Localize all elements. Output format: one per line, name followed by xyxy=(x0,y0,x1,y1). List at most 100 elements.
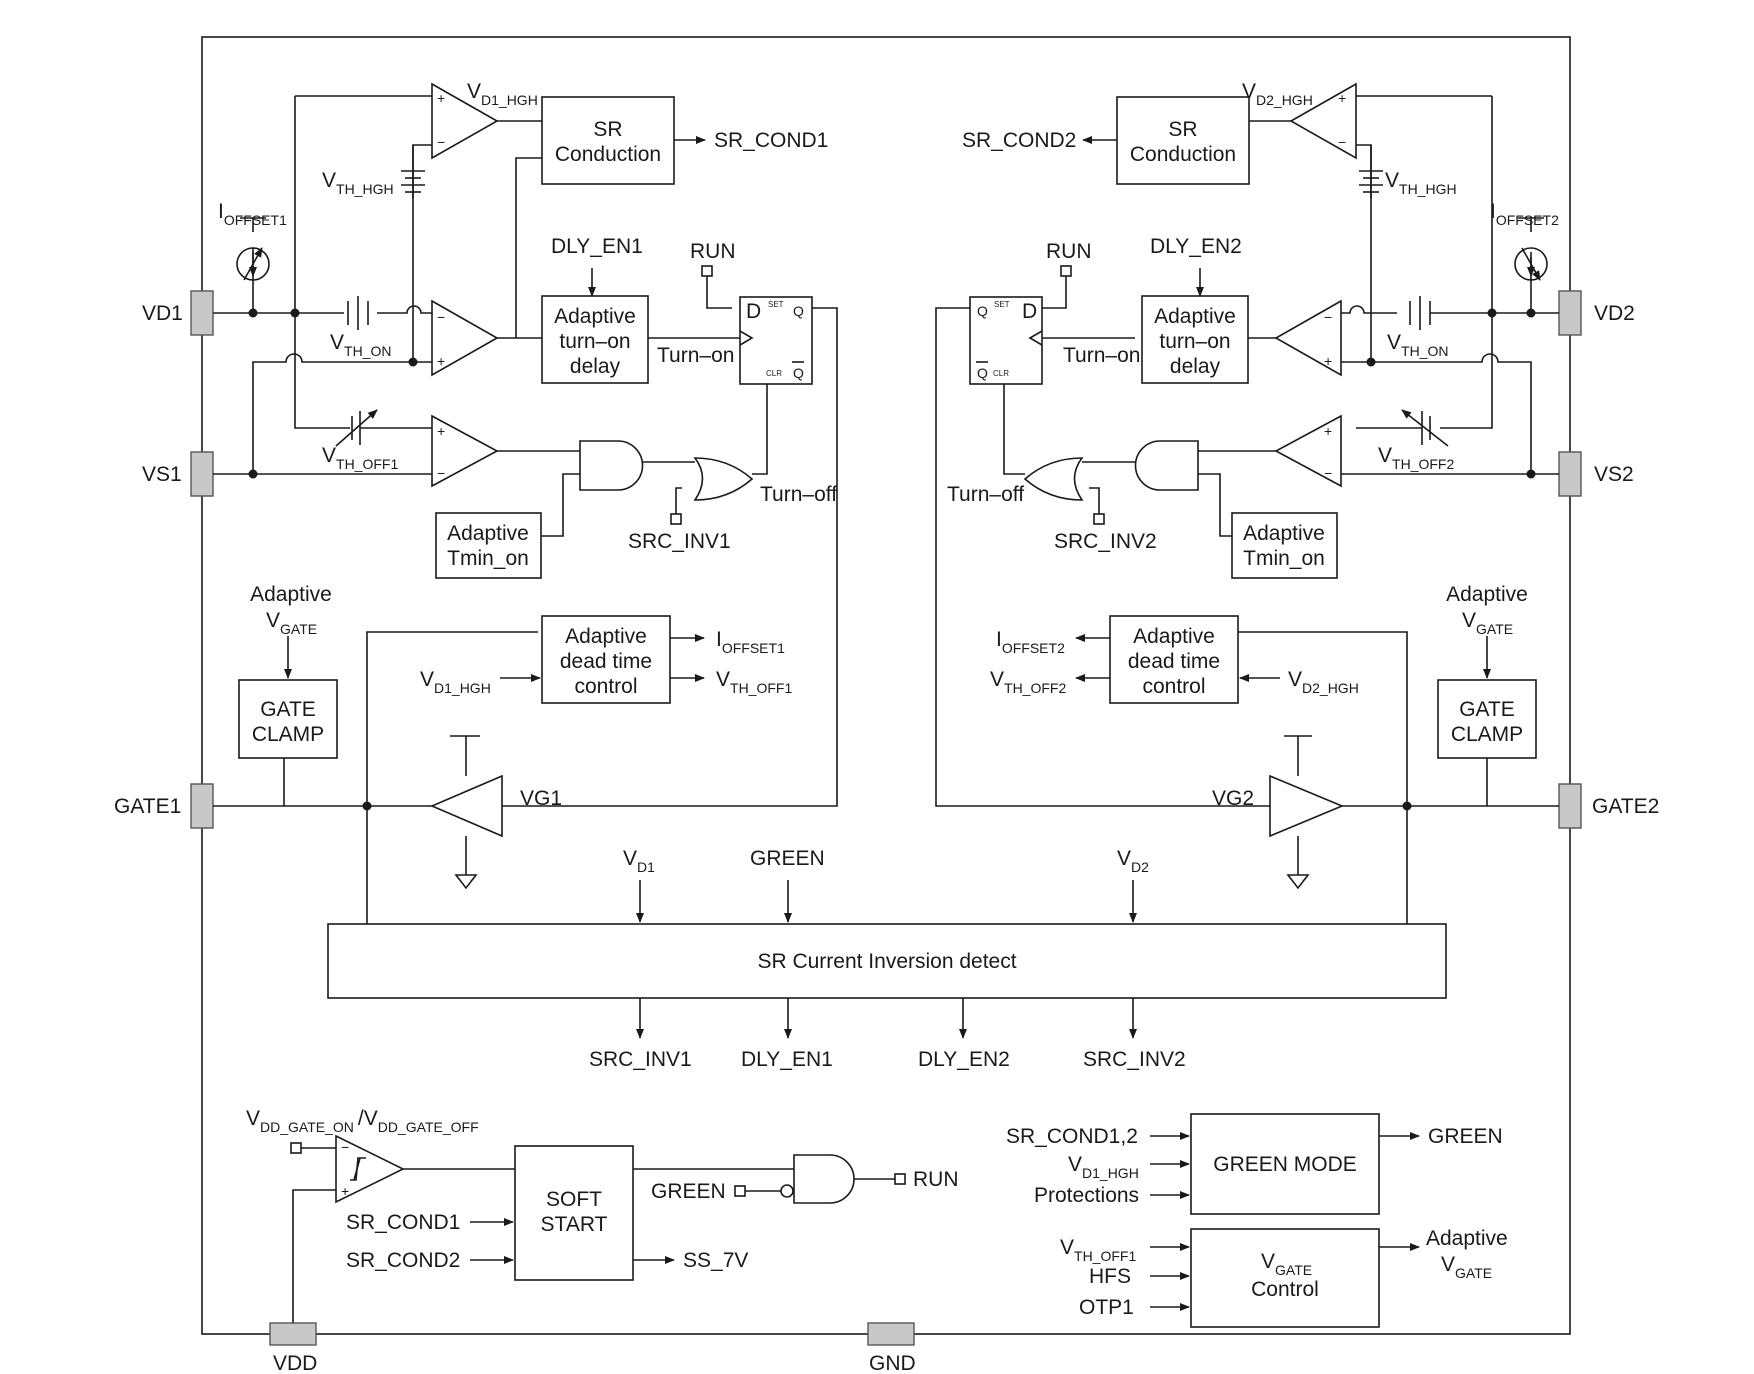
label-ioffset1-out: IOFFSET1 xyxy=(716,628,785,656)
svg-text:+: + xyxy=(437,353,445,369)
svg-text:GREEN MODE: GREEN MODE xyxy=(1213,1153,1357,1176)
label-vth-hgh-right: VTH_HGH xyxy=(1385,169,1457,197)
and-gate-run xyxy=(793,1154,855,1204)
svg-text:Adaptive: Adaptive xyxy=(447,522,529,545)
label-vd1-input: VD1 xyxy=(623,847,655,875)
block-sr-conduction-left: SR Conduction xyxy=(541,96,675,185)
svg-text:Adaptive: Adaptive xyxy=(1243,522,1325,545)
label-vd1-hgh-dead-left: VD1_HGH xyxy=(420,668,491,696)
pin-vdd: VDD xyxy=(269,1322,317,1374)
svg-text:GND: GND xyxy=(869,1352,916,1374)
svg-text:SR Current Inversion detect: SR Current Inversion detect xyxy=(757,950,1016,973)
svg-text:START: START xyxy=(541,1213,608,1236)
svg-text:VD2: VD2 xyxy=(1594,302,1635,325)
green-terminal xyxy=(734,1185,746,1197)
or-gate-left xyxy=(693,457,754,501)
block-sr-conduction-right: SR Conduction xyxy=(1116,96,1250,185)
svg-text:GATE: GATE xyxy=(260,698,316,721)
svg-text:−: − xyxy=(1324,309,1332,325)
svg-text:+: + xyxy=(437,90,445,106)
label-green-input: GREEN xyxy=(750,847,825,870)
comparator-off-right: + − xyxy=(1274,414,1342,488)
label-dly-en2-top: DLY_EN2 xyxy=(1150,235,1242,258)
block-adaptive-delay-left: Adaptive turn–on delay xyxy=(541,295,649,384)
label-vg1: VG1 xyxy=(520,787,562,810)
label-src-inv1-logic: SRC_INV1 xyxy=(628,530,731,553)
pin-gnd: GND xyxy=(867,1322,916,1374)
svg-text:SR: SR xyxy=(1168,118,1197,141)
label-adaptive-vgate-out-1: Adaptive xyxy=(1426,1227,1508,1250)
comparator-on-right: − + xyxy=(1274,299,1342,377)
label-vth-off1-out: VTH_OFF1 xyxy=(716,668,792,696)
block-adaptive-tmin-left: Adaptive Tmin_on xyxy=(435,512,542,579)
svg-text:GATE2: GATE2 xyxy=(1592,795,1659,818)
battery-vth-on-right xyxy=(1409,296,1431,330)
vdd-gate-terminal xyxy=(290,1142,302,1154)
src-inv1-terminal xyxy=(670,513,682,525)
block-gate-clamp-left: GATE CLAMP xyxy=(238,679,338,759)
battery-vth-off1 xyxy=(335,409,432,447)
label-sr-cond2-ss: SR_COND2 xyxy=(346,1249,460,1272)
block-soft-start: SOFT START xyxy=(514,1145,634,1281)
block-adaptive-tmin-right: Adaptive Tmin_on xyxy=(1231,512,1338,579)
label-vd1-hgh-top: VD1_HGH xyxy=(467,80,538,108)
svg-text:D: D xyxy=(1022,300,1037,323)
label-ioffset2: IOFFSET2 xyxy=(1490,200,1559,228)
label-green-run: GREEN xyxy=(651,1180,726,1203)
comparator-off-left: + − xyxy=(431,414,499,488)
svg-text:SET: SET xyxy=(994,300,1010,309)
svg-text:Conduction: Conduction xyxy=(1130,143,1236,166)
svg-text:+: + xyxy=(1324,423,1332,439)
svg-text:Adaptive: Adaptive xyxy=(554,305,636,328)
svg-text:Adaptive: Adaptive xyxy=(1133,625,1215,648)
block-vgate-control: VGATE Control xyxy=(1190,1228,1380,1328)
svg-text:CLAMP: CLAMP xyxy=(1451,723,1523,746)
label-vd1-hgh-green: VD1_HGH xyxy=(1068,1153,1139,1181)
svg-text:−: − xyxy=(1324,465,1332,481)
comparator-hgh-right: + − xyxy=(1289,82,1357,160)
svg-text:D: D xyxy=(746,300,761,323)
svg-text:Q: Q xyxy=(977,365,988,381)
pin-gate2: GATE2 xyxy=(1558,783,1659,829)
label-turn-off-right: Turn–off xyxy=(947,483,1024,506)
block-green-mode: GREEN MODE xyxy=(1190,1113,1380,1215)
label-src-inv2-out: SRC_INV2 xyxy=(1083,1048,1186,1071)
label-ioffset1: IOFFSET1 xyxy=(218,200,287,228)
run-terminal-left xyxy=(701,265,713,277)
svg-text:+: + xyxy=(341,1183,349,1199)
battery-vth-on-left xyxy=(347,296,369,330)
schmitt-comparator: − + xyxy=(335,1134,405,1204)
label-adaptive-vgate-left-2: VGATE xyxy=(266,609,317,637)
block-gate-clamp-right: GATE CLAMP xyxy=(1437,679,1537,759)
label-sr-cond1-ss: SR_COND1 xyxy=(346,1211,460,1234)
pin-gate1: GATE1 xyxy=(114,783,214,829)
comparator-hgh-left: + − xyxy=(431,82,499,160)
battery-vth-hgh-left xyxy=(401,170,425,193)
svg-text:Q: Q xyxy=(977,303,988,319)
svg-text:VD1: VD1 xyxy=(142,302,183,325)
svg-text:VGATE: VGATE xyxy=(1261,1250,1312,1278)
label-dly-en1-out: DLY_EN1 xyxy=(741,1048,833,1071)
and-gate-left xyxy=(579,440,644,491)
svg-text:Q: Q xyxy=(793,365,804,381)
svg-text:delay: delay xyxy=(1170,355,1221,378)
dff-right: D SET Q CLR Q xyxy=(969,296,1043,385)
svg-text:Q: Q xyxy=(793,303,804,319)
svg-text:Control: Control xyxy=(1251,1278,1319,1301)
current-source-ioffset2 xyxy=(1514,217,1548,281)
label-otp1: OTP1 xyxy=(1079,1296,1134,1319)
pin-vs2: VS2 xyxy=(1558,451,1634,497)
or-gate-right xyxy=(1023,457,1084,501)
svg-text:SET: SET xyxy=(768,300,784,309)
left-channel-wires xyxy=(213,95,838,924)
run-terminal-right xyxy=(1060,265,1072,277)
svg-text:turn–on: turn–on xyxy=(559,330,630,353)
svg-text:Adaptive: Adaptive xyxy=(565,625,647,648)
svg-text:GATE: GATE xyxy=(1459,698,1515,721)
svg-text:turn–on: turn–on xyxy=(1159,330,1230,353)
svg-text:−: − xyxy=(1338,134,1346,150)
svg-text:CLR: CLR xyxy=(766,369,782,378)
label-vd2-input: VD2 xyxy=(1117,847,1149,875)
soft-start-wires xyxy=(292,1147,794,1323)
